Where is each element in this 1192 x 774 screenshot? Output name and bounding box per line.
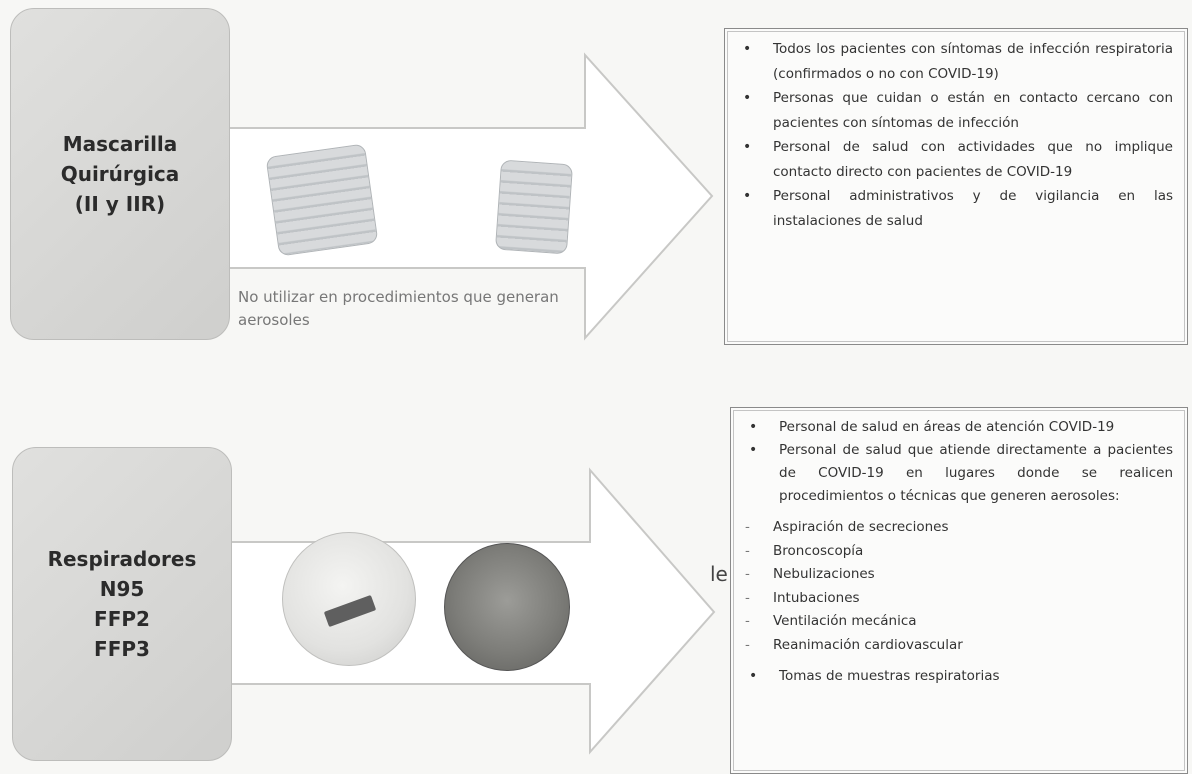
list-item-text: Personal administrativos y de vigilancia… bbox=[773, 188, 1173, 229]
surgical-mask-usage-panel: • Todos los pacientes con síntomas de inf… bbox=[724, 28, 1188, 345]
list-item: • Personal de salud en áreas de atención … bbox=[745, 416, 1173, 439]
sub-list-item: - Aspiración de secreciones bbox=[745, 516, 1173, 540]
sub-list-item: - Reanimación cardiovascular bbox=[745, 634, 1173, 658]
bullet-icon: • bbox=[743, 139, 752, 155]
dash-icon: - bbox=[745, 566, 750, 582]
sub-list-item-text: Ventilación mecánica bbox=[773, 613, 917, 629]
respirator-logo bbox=[323, 594, 377, 628]
sub-list-item-text: Intubaciones bbox=[773, 589, 860, 606]
label-line: Quirúrgica bbox=[60, 162, 180, 186]
sub-list-item-text: Aspiración de secreciones bbox=[773, 519, 949, 535]
ffp-respirator-image bbox=[444, 543, 570, 671]
label-line: Respiradores bbox=[47, 547, 197, 571]
list-item: • Personas que cuidan o están en contacto… bbox=[739, 86, 1173, 135]
sub-list-item-text: Broncoscopía bbox=[773, 542, 864, 559]
arrow-right-top bbox=[227, 52, 714, 341]
aerosol-procedures-list: - Aspiración de secreciones - Broncoscopía… bbox=[731, 508, 1187, 657]
list-item-text: Personal de salud con actividades que no… bbox=[773, 139, 1173, 180]
dash-icon: - bbox=[745, 613, 750, 629]
bullet-icon: • bbox=[743, 188, 752, 204]
dash-icon: - bbox=[745, 589, 750, 606]
list-item-text: Todos los pacientes con síntomas de infe… bbox=[773, 41, 1173, 82]
label-line: N95 bbox=[99, 577, 145, 601]
stray-text: le bbox=[710, 562, 728, 586]
list-item: • Tomas de muestras respiratorias bbox=[745, 665, 1173, 688]
n95-respirator-image bbox=[282, 532, 416, 666]
usage-warning-note: No utilizar en procedimientos que genera… bbox=[238, 288, 559, 329]
label-line: (II y IIR) bbox=[74, 192, 166, 216]
bullet-icon: • bbox=[743, 90, 752, 106]
list-item-text: Personas que cuidan o están en contacto … bbox=[773, 90, 1173, 131]
list-item: • Personal de salud con actividades que n… bbox=[739, 135, 1173, 184]
list-item-text: Personal de salud en áreas de atención C… bbox=[779, 419, 1115, 435]
sub-list-item: - Nebulizaciones bbox=[745, 563, 1173, 587]
list-item-text: Personal de salud que atiende directamen… bbox=[779, 442, 1173, 504]
sub-list-item-text: Nebulizaciones bbox=[773, 566, 875, 582]
list-item-text: Tomas de muestras respiratorias bbox=[779, 668, 1000, 684]
label-line: FFP3 bbox=[94, 637, 150, 661]
sub-list-item: - Intubaciones bbox=[745, 587, 1173, 611]
bullet-icon: • bbox=[743, 41, 752, 57]
surgical-mask-worn-image bbox=[494, 159, 574, 255]
list-item: • Personal administrativos y de vigilanci… bbox=[739, 184, 1173, 233]
respirator-label-box: Respiradores N95 FFP2 FFP3 bbox=[12, 447, 232, 761]
bullet-icon: • bbox=[749, 442, 758, 458]
surgical-mask-label-box: Mascarilla Quirúrgica (II y IIR) bbox=[10, 8, 230, 340]
surgical-mask-image bbox=[265, 143, 379, 257]
bullet-icon: • bbox=[749, 419, 758, 435]
sub-list-item: - Broncoscopía bbox=[745, 540, 1173, 564]
list-item: • Todos los pacientes con síntomas de inf… bbox=[739, 37, 1173, 86]
sub-list-item: - Ventilación mecánica bbox=[745, 610, 1173, 634]
respirator-usage-panel: • Personal de salud en áreas de atención … bbox=[730, 407, 1188, 774]
bullet-icon: • bbox=[749, 668, 758, 684]
dash-icon: - bbox=[745, 636, 750, 653]
dash-icon: - bbox=[745, 542, 750, 559]
label-line: FFP2 bbox=[94, 607, 150, 631]
dash-icon: - bbox=[745, 519, 750, 535]
list-item: • Personal de salud que atiende directame… bbox=[745, 439, 1173, 508]
label-line: Mascarilla bbox=[62, 132, 178, 156]
sub-list-item-text: Reanimación cardiovascular bbox=[773, 636, 963, 653]
